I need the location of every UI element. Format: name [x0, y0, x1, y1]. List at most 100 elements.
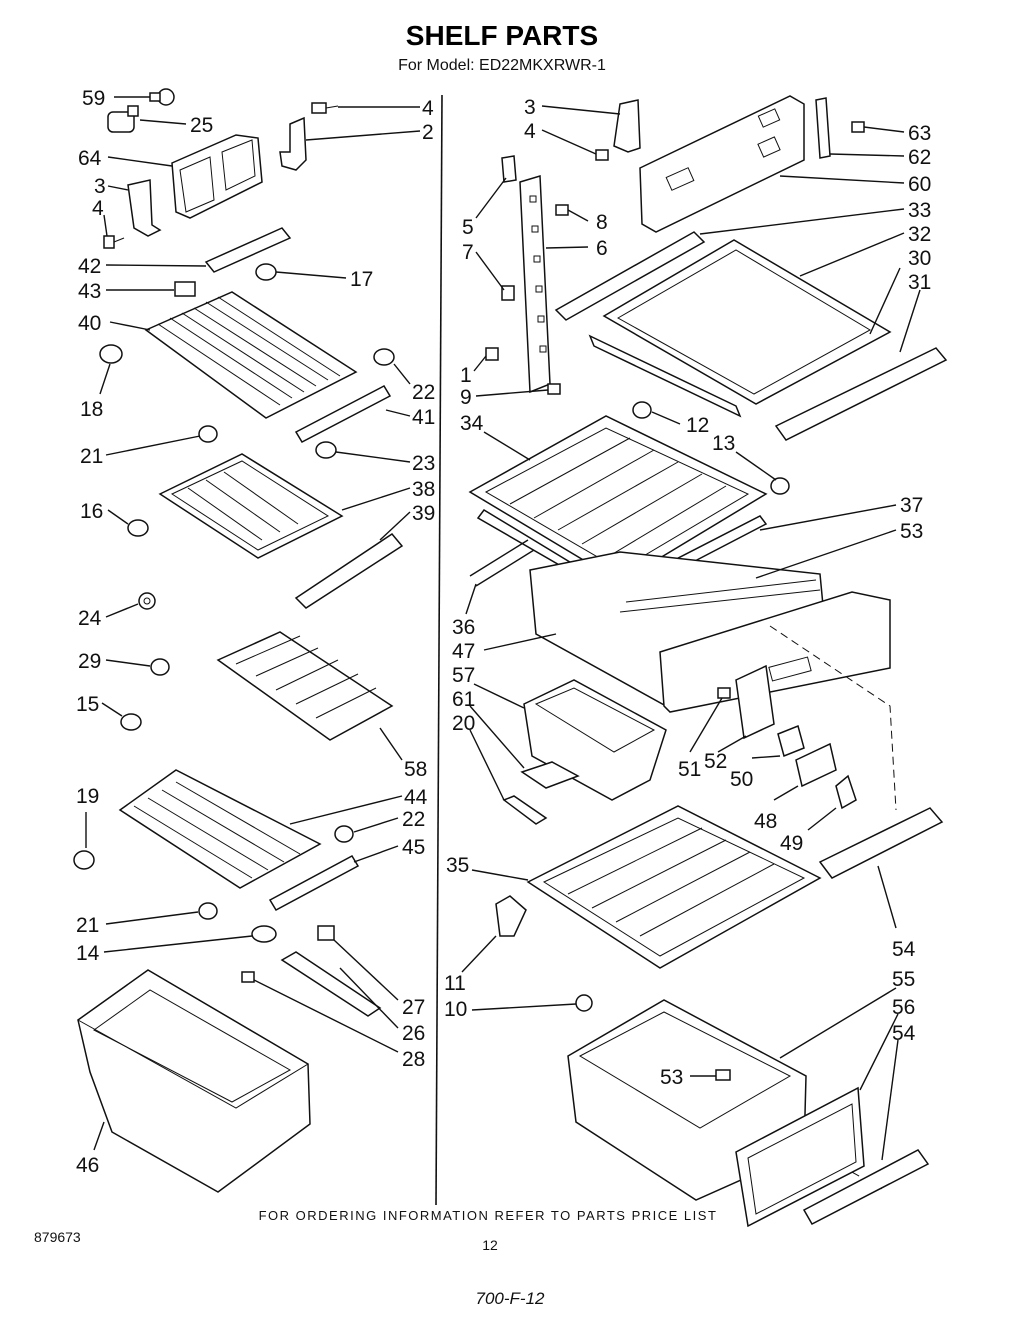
- callout-label: 6: [596, 237, 608, 260]
- callout-label: 15: [76, 693, 99, 716]
- part-64-control-housing: [171, 134, 263, 219]
- callout-label: 35: [446, 854, 469, 877]
- part-40-wire-shelf: [144, 291, 358, 419]
- callout-label: 4: [422, 97, 434, 120]
- part-29-grommet: [150, 658, 170, 676]
- callout-label: 33: [908, 199, 931, 222]
- callout-label: 30: [908, 247, 931, 270]
- callout-label: 9: [460, 386, 472, 409]
- part-10-clip: [575, 994, 593, 1012]
- callout-label: 24: [78, 607, 102, 630]
- callout-label: 47: [452, 640, 475, 663]
- callout-label: 34: [460, 412, 484, 435]
- part-50-cover: [777, 724, 805, 758]
- callout-label: 12: [686, 414, 709, 437]
- callout-label: 32: [908, 223, 931, 246]
- callout-label: 50: [730, 768, 753, 791]
- leader-lines: [85, 96, 921, 1161]
- callout-label: 8: [596, 211, 608, 234]
- part-7-clip: [501, 285, 515, 301]
- callout-label: 57: [452, 664, 475, 687]
- callout-label: 7: [462, 241, 474, 264]
- callout-label: 29: [78, 650, 101, 673]
- part-21-clip-lower: [198, 902, 218, 920]
- part-52-bracket: [735, 664, 775, 740]
- callout-label: 23: [412, 452, 435, 475]
- part-54-rail-lower: [802, 1149, 930, 1225]
- callout-label: 43: [78, 280, 101, 303]
- part-9-screw: [547, 383, 561, 395]
- callout-label: 10: [444, 998, 467, 1021]
- callout-label: 59: [82, 87, 105, 110]
- part-22-knob-lower: [334, 825, 354, 843]
- callout-label: 52: [704, 750, 727, 773]
- part-31-rail: [774, 347, 948, 441]
- callout-label: 49: [780, 832, 803, 855]
- callout-label: 54: [892, 1022, 916, 1045]
- callout-label: 40: [78, 312, 101, 335]
- callout-label: 46: [76, 1154, 99, 1177]
- column-divider: [435, 94, 443, 1206]
- part-12-clip: [632, 401, 652, 419]
- part-21-clip-upper: [198, 425, 218, 443]
- callout-label: 36: [452, 616, 475, 639]
- part-56-drawer-front: [735, 1086, 865, 1228]
- page-number: 12: [482, 1237, 498, 1253]
- callout-label: 4: [92, 197, 104, 220]
- callout-label: 3: [94, 175, 106, 198]
- part-22-knob: [373, 348, 395, 366]
- part-44-wire-shelf: [118, 769, 322, 889]
- part-59-light-bulb: [149, 88, 175, 106]
- part-36-slides: [469, 539, 535, 587]
- part-17-clip: [255, 263, 277, 281]
- callout-label: 22: [412, 381, 435, 404]
- ordering-note: FOR ORDERING INFORMATION REFER TO PARTS …: [259, 1208, 718, 1223]
- callout-label: 17: [350, 268, 373, 291]
- callout-label: 53: [660, 1066, 683, 1089]
- callout-label: 60: [908, 173, 931, 196]
- callout-label: 41: [412, 406, 435, 429]
- callout-label: 26: [402, 1022, 425, 1045]
- part-6-ladder-rail: [519, 175, 551, 394]
- part-4-screw-left: [103, 235, 125, 249]
- part-35-crisper-cover: [526, 805, 822, 969]
- part-54-rail-upper: [818, 807, 944, 879]
- part-58-ice-tray: [216, 631, 394, 741]
- callout-label: 21: [76, 914, 99, 937]
- callout-label: 11: [444, 972, 466, 995]
- part-46-crisper-drawer: [77, 969, 311, 1193]
- part-38-shelf: [158, 453, 344, 559]
- callout-label: 39: [412, 502, 435, 525]
- part-42-rail: [204, 227, 292, 273]
- callout-label: 62: [908, 146, 931, 169]
- part-33-rail: [554, 231, 706, 321]
- part-4-screw-right: [595, 149, 609, 161]
- callout-label: 21: [80, 445, 103, 468]
- part-28-screw: [241, 971, 255, 983]
- callout-label: 53: [900, 520, 923, 543]
- left-callouts: 59 25 64 3 4 42 43 40 18 21 16 24 29 15 …: [76, 87, 435, 1177]
- part-39-rail: [294, 533, 404, 609]
- callout-label: 14: [76, 942, 100, 965]
- page-title: SHELF PARTS: [406, 20, 598, 51]
- part-14-roller: [251, 925, 277, 943]
- guide-line-upper: [769, 625, 897, 811]
- callout-label: 31: [908, 271, 931, 294]
- part-30-frame: [588, 334, 742, 418]
- callout-label: 3: [524, 96, 536, 119]
- part-15-clip: [120, 713, 142, 731]
- part-3-bracket-right: [613, 99, 641, 153]
- callout-label: 56: [892, 996, 915, 1019]
- part-8-screw: [555, 204, 569, 216]
- part-62-hinge: [815, 97, 831, 159]
- part-1-screw: [485, 347, 499, 361]
- part-34-crisper-cover: [468, 415, 768, 583]
- part-63-screw: [851, 121, 865, 133]
- part-60-control-panel: [639, 95, 805, 233]
- part-20-clip: [502, 795, 548, 825]
- model-line: For Model: ED22MKXRWR-1: [398, 57, 606, 74]
- part-19-knob: [73, 850, 95, 870]
- part-5-clip: [501, 155, 517, 183]
- callout-label: 48: [754, 810, 777, 833]
